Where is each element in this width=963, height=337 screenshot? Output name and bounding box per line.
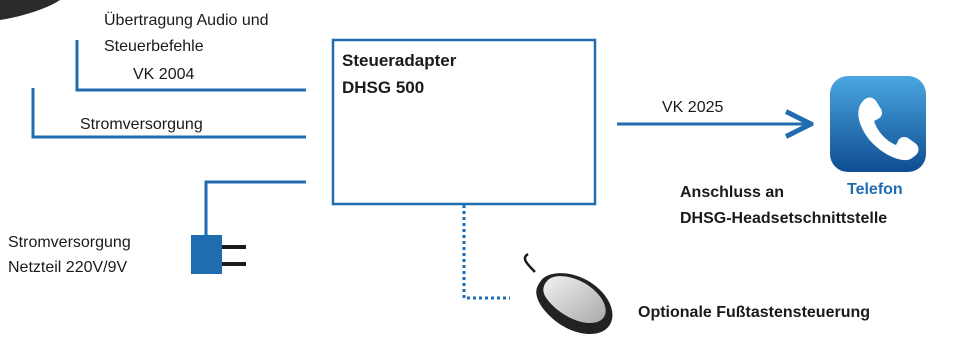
power-plug-icon — [191, 235, 246, 274]
headset-fragment-decoration — [0, 0, 60, 20]
power-main-label: Stromversorgung — [80, 116, 203, 133]
adapter-title-line2: DHSG 500 — [342, 78, 425, 97]
power-cable — [31, 88, 306, 139]
adapter-title-line1: Steueradapter — [342, 51, 457, 70]
audio-control-cable — [75, 40, 306, 92]
audio-cable-label: VK 2004 — [133, 66, 195, 83]
power-supply-label-line2: Netzteil 220V/9V — [8, 259, 128, 276]
power-supply-label-line1: Stromversorgung — [8, 234, 131, 251]
foot-switch-icon — [523, 252, 613, 334]
adapter-box — [331, 38, 597, 206]
foot-control-label: Optionale Fußtastensteuerung — [638, 304, 871, 321]
audio-transmission-label-line2: Steuerbefehle — [104, 38, 204, 55]
telephone-handset-icon — [830, 76, 926, 172]
connection-label-line1: Anschluss an — [680, 184, 785, 201]
phone-label: Telefon — [847, 181, 903, 198]
foot-control-dotted-cable — [462, 205, 510, 300]
connection-label-line2: DHSG-Headsetschnittstelle — [680, 210, 888, 227]
audio-transmission-label-line1: Übertragung Audio und — [104, 12, 269, 29]
phone-cable-label: VK 2025 — [662, 99, 724, 116]
power-supply-cable — [204, 180, 306, 240]
